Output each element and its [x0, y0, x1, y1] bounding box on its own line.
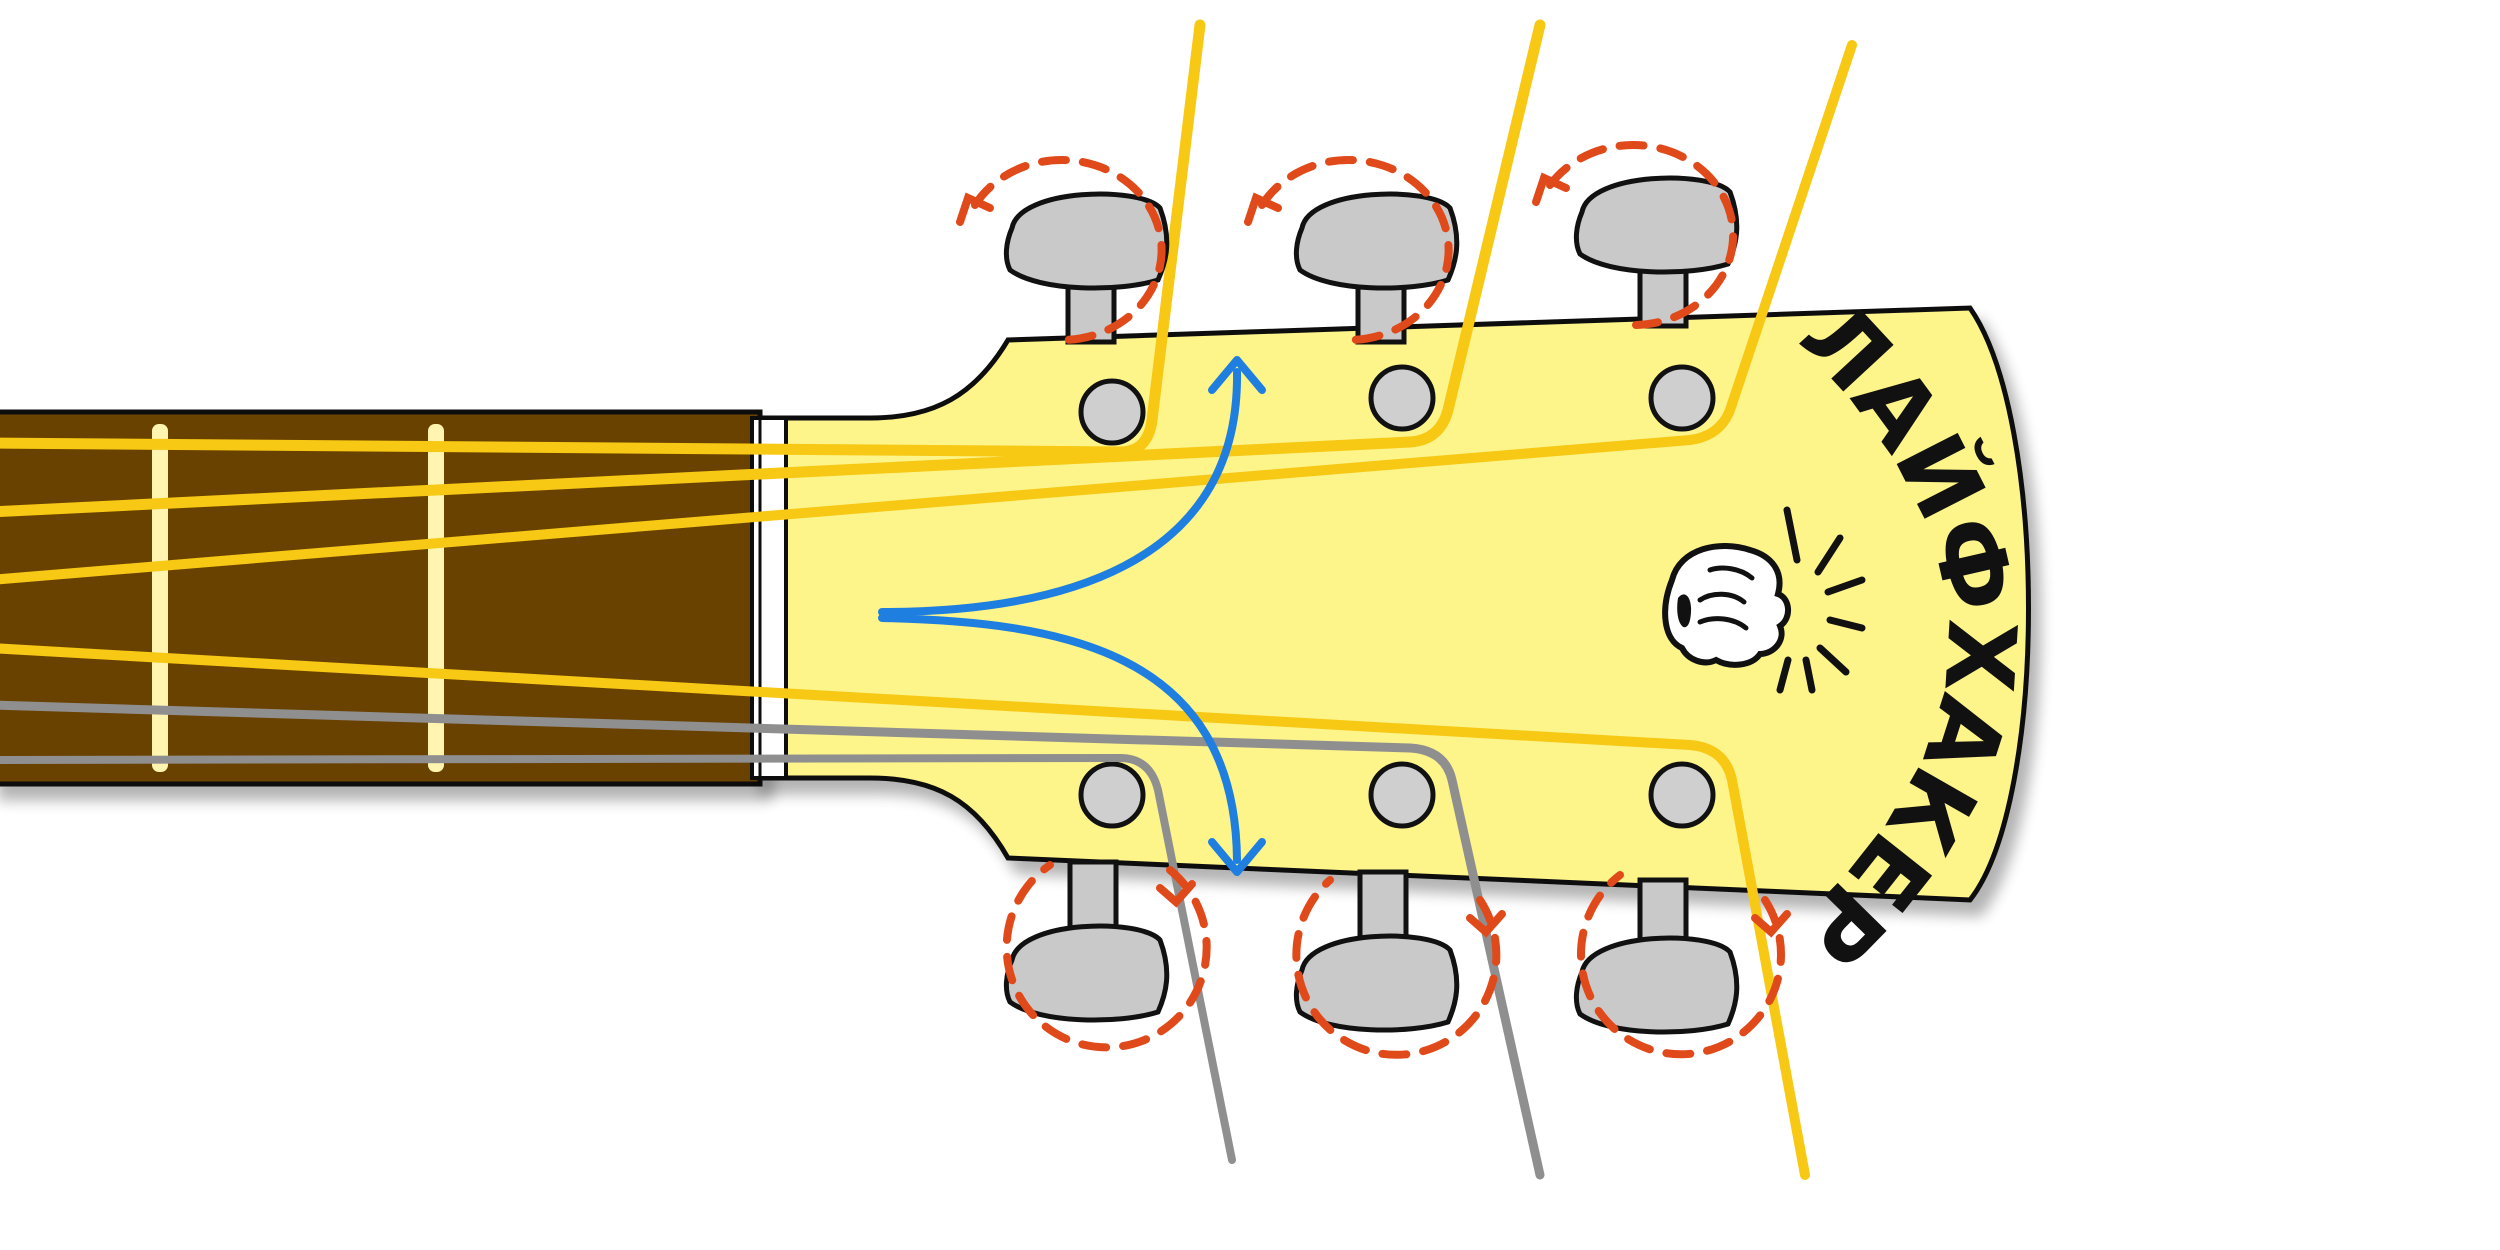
post-top-2 — [1368, 364, 1436, 432]
double-arrow-icon — [878, 356, 1266, 876]
direction-arrow-down-head — [1208, 838, 1266, 876]
peg-top-1[interactable] — [1003, 191, 1170, 345]
rotation-arrow-icon — [1002, 861, 1211, 1052]
fist-icon — [1662, 506, 1866, 694]
peg-button — [1573, 175, 1740, 275]
peg-button — [1293, 191, 1460, 291]
rotation-arrow-icon — [1244, 156, 1453, 345]
peg-top-2[interactable] — [1293, 191, 1460, 345]
post-bottom-1 — [1078, 761, 1146, 829]
string-6 — [0, 754, 1236, 1164]
post-bottom-2 — [1368, 761, 1436, 829]
rotation-arrow-icon — [1532, 141, 1738, 329]
pegs-bottom — [1003, 859, 1740, 1035]
fist-shape — [1662, 542, 1791, 668]
rotation-arrows — [956, 141, 1791, 1059]
post-top-1 — [1078, 378, 1146, 446]
peg-bottom-3[interactable] — [1573, 877, 1740, 1035]
pegs-top — [1003, 175, 1740, 345]
peg-button — [1003, 191, 1170, 291]
tuning-posts — [1078, 364, 1716, 829]
peg-top-3[interactable] — [1573, 175, 1740, 329]
string-4 — [0, 643, 1810, 1180]
strings — [0, 19, 1857, 1180]
peg-bottom-2[interactable] — [1293, 869, 1460, 1033]
direction-arrow-down — [878, 614, 1241, 864]
rotation-arrow-icon — [956, 156, 1166, 345]
burst-lines — [1776, 506, 1866, 694]
string-3 — [0, 40, 1857, 585]
string-5 — [0, 700, 1545, 1180]
peg-shaft — [1357, 869, 1409, 945]
rotation-arrow-icon — [1292, 876, 1506, 1059]
peg-shaft — [1067, 859, 1119, 935]
post-bottom-3 — [1648, 761, 1716, 829]
post-top-3 — [1648, 364, 1716, 432]
string-2 — [0, 19, 1546, 518]
peg-button — [1003, 923, 1170, 1023]
fist-detail — [1697, 565, 1755, 631]
fret-1 — [152, 424, 168, 772]
fist-fill — [1677, 594, 1692, 628]
direction-arrow-up-head — [1208, 356, 1266, 394]
peg-button — [1293, 933, 1460, 1033]
fret-2 — [428, 424, 444, 772]
rotation-arrow-icon — [1576, 871, 1791, 1059]
peg-bottom-1[interactable] — [1003, 859, 1170, 1023]
peg-button — [1573, 935, 1740, 1035]
fretboard — [0, 409, 763, 787]
direction-arrow-up — [878, 368, 1242, 616]
